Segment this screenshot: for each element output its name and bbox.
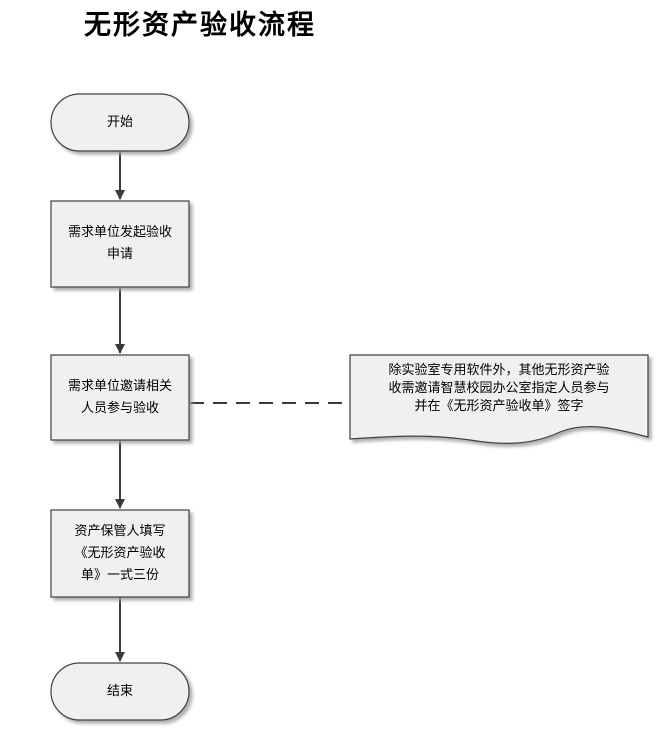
start-label: 开始 [106, 114, 133, 130]
start-terminator [50, 93, 190, 152]
note-line2: 收需邀请智慧校园办公室指定人员参与 [388, 381, 610, 396]
step1-label-line2: 申请 [106, 247, 133, 262]
diagram-title: 无形资产验收流程 [84, 10, 316, 41]
step2-label: 需求单位邀请相关 人员参与验收 [51, 355, 189, 440]
end-label: 结束 [106, 683, 133, 699]
step3-label-line2: 《无形资产验收 [74, 545, 166, 561]
step1-label-line1: 需求单位发起验收 [67, 225, 172, 240]
step2-label-line1: 需求单位邀请相关 [67, 378, 172, 394]
note-line3: 并在《无形资产验收单》签字 [414, 399, 584, 414]
end-terminator [50, 662, 190, 721]
step3-label-line1: 资产保管人填写 [74, 523, 166, 539]
step1-label: 需求单位发起验收 申请 [51, 201, 189, 287]
step3-label-line3: 单》一式三份 [80, 567, 159, 583]
step3-label: 资产保管人填写 《无形资产验收 单》一式三份 [51, 510, 189, 597]
step1-process-box [50, 200, 190, 288]
note-label: 除实验室专用软件外，其他无形资产验 收需邀请智慧校园办公室指定人员参与 并在《无… [352, 362, 646, 422]
step3-process-box [50, 509, 190, 598]
step2-process-box [50, 354, 190, 441]
note-document-shape [349, 354, 649, 444]
step2-label-line2: 人员参与验收 [80, 400, 159, 416]
note-line1: 除实验室专用软件外，其他无形资产验 [388, 363, 610, 378]
